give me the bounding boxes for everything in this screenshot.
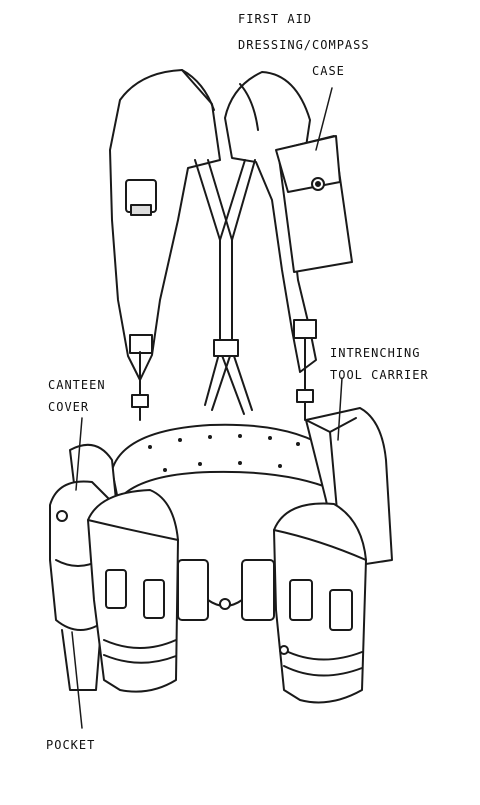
left-ammunition-pouch	[87, 489, 179, 693]
label-pocket: POCKET	[46, 738, 96, 752]
label-canteen-line1: CANTEEN	[48, 378, 106, 392]
label-first-aid-line2: DRESSING/COMPASS	[238, 38, 370, 52]
leader-lines	[71, 87, 343, 729]
pistol-belt	[111, 423, 335, 501]
label-intrenching-line1: INTRENCHING	[330, 346, 421, 360]
back-suspender-straps	[194, 159, 256, 415]
label-first-aid-line3: CASE	[312, 64, 345, 78]
first-aid-compass-case	[275, 135, 353, 273]
center-pouches	[177, 559, 275, 621]
label-first-aid-line1: FIRST AID	[238, 12, 313, 26]
left-shoulder-strap	[109, 69, 221, 421]
right-ammunition-pouch	[273, 502, 367, 704]
label-canteen-line2: COVER	[48, 400, 90, 414]
label-intrenching-line2: TOOL CARRIER	[330, 368, 429, 382]
